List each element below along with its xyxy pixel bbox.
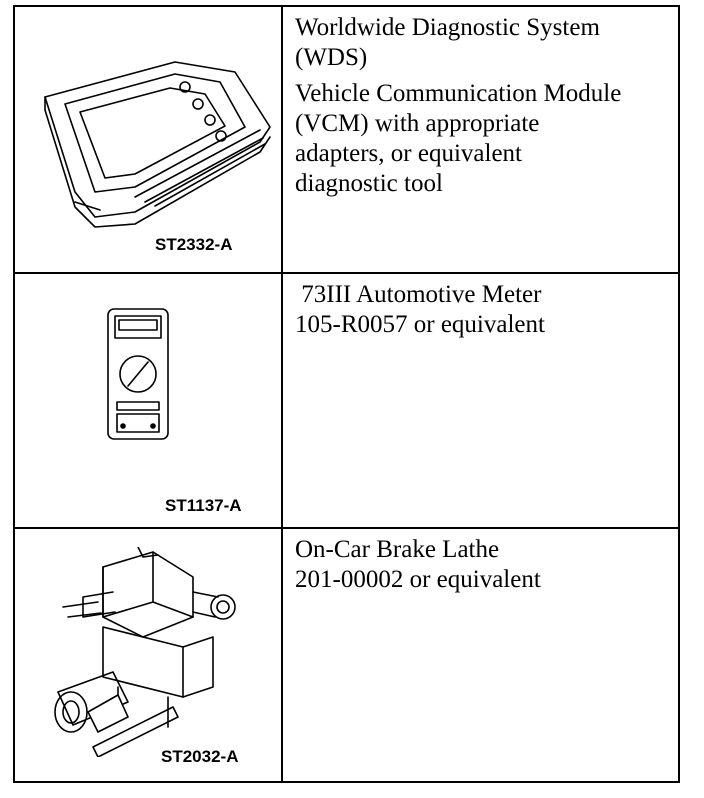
tool-description: 73III Automotive Meter 105-R0057 or equi…	[283, 274, 678, 527]
diagnostic-tablet-icon	[44, 61, 271, 228]
tool-code: ST2332-A	[155, 235, 233, 254]
special-tools-table: ST2332-A Worldwide Diagnostic System (WD…	[13, 5, 680, 783]
tool-image-cell: ST1137-A	[15, 274, 281, 527]
tool-image-cell: ST2332-A	[15, 7, 281, 272]
row-divider	[15, 272, 678, 274]
description-line: adapters, or equivalent	[295, 140, 522, 167]
description-line: 105-R0057 or equivalent	[295, 311, 545, 338]
tool-image-cell: ST2032-A	[15, 529, 281, 781]
row-divider	[15, 527, 678, 529]
description-line: (WDS)	[295, 44, 368, 71]
description-line: Worldwide Diagnostic System	[295, 14, 600, 41]
description-line: (VCM) with appropriate	[295, 110, 540, 137]
description-line: diagnostic tool	[295, 170, 443, 197]
tool-row-meter: ST1137-A 73III Automotive Meter 105-R005…	[15, 274, 678, 527]
tool-description: On-Car Brake Lathe 201-00002 or equivale…	[283, 529, 678, 781]
tool-code: ST2032-A	[161, 747, 239, 766]
description-line: On-Car Brake Lathe	[295, 536, 500, 563]
tool-code: ST1137-A	[165, 496, 242, 515]
description-line: 201-00002 or equivalent	[295, 566, 541, 593]
description-line: 73III Automotive Meter	[295, 281, 542, 308]
multimeter-icon	[107, 308, 169, 440]
brake-lathe-icon	[54, 547, 236, 757]
tool-description: Worldwide Diagnostic System (WDS) Vehicl…	[283, 7, 678, 272]
description-line: Vehicle Communication Module	[295, 80, 622, 107]
column-divider	[281, 7, 283, 781]
tool-row-lathe: ST2032-A On-Car Brake Lathe 201-00002 or…	[15, 529, 678, 781]
tool-row-wds: ST2332-A Worldwide Diagnostic System (WD…	[15, 7, 678, 272]
